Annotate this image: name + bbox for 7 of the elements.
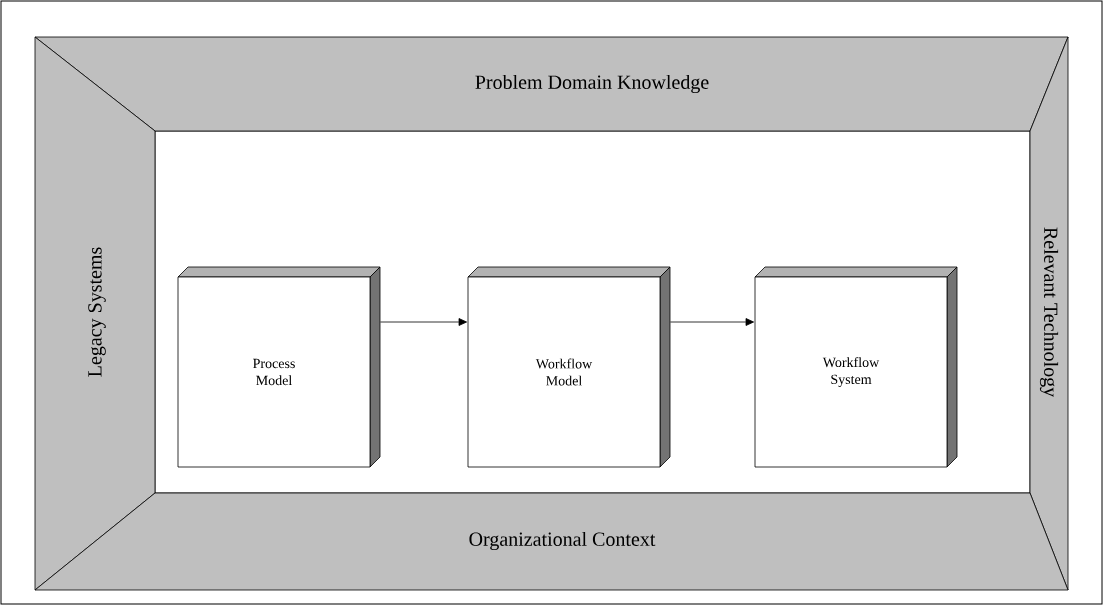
frame-band: Legacy Systems: [34, 36, 156, 591]
frame-band: Relevant Technology: [1029, 36, 1069, 591]
arrow: [380, 318, 467, 326]
process-box: Workflow Model: [467, 266, 671, 468]
arrow: [670, 318, 754, 326]
process-box: Workflow System: [754, 266, 958, 468]
process-box: Process Model: [177, 266, 381, 468]
